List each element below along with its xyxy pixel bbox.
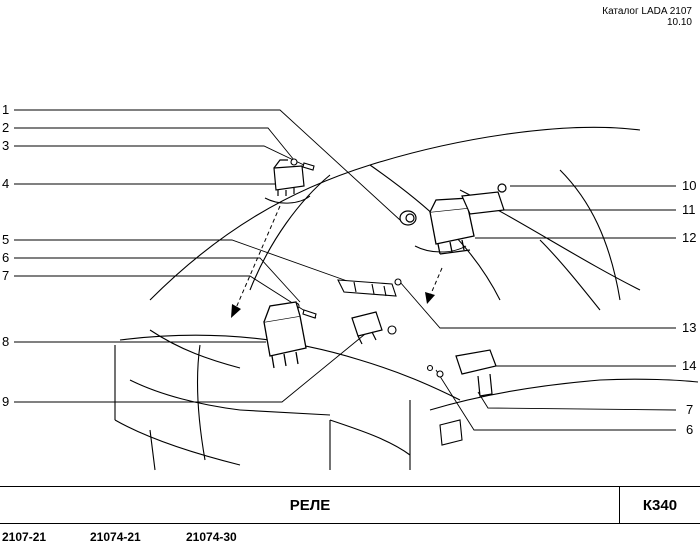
model-1: 2107-21 — [2, 530, 47, 544]
relay-large — [429, 197, 475, 255]
catalog-header: Каталог LADA 2107 10.10 — [602, 6, 692, 28]
callout-3: 3 — [2, 138, 9, 153]
section-code: К340 — [619, 487, 700, 523]
callout-13: 13 — [682, 320, 696, 335]
model-3: 21074-30 — [186, 530, 237, 544]
callout-1: 1 — [2, 102, 9, 117]
callout-7: 7 — [2, 268, 9, 283]
callout-12: 12 — [682, 230, 696, 245]
callout-6-right: 6 — [686, 422, 693, 437]
leader-lines — [14, 109, 677, 431]
catalog-title: Каталог LADA 2107 — [602, 6, 692, 17]
callout-labels: 1 2 3 4 5 6 7 8 9 10 11 12 13 14 7 6 — [2, 102, 696, 437]
section-title: РЕЛЕ — [289, 496, 331, 514]
callout-14: 14 — [682, 358, 696, 373]
mounting-arrows — [235, 205, 443, 309]
car-body-outline — [114, 126, 699, 471]
catalog-revision: 10.10 — [666, 17, 692, 28]
footer-bar: РЕЛЕ К340 — [0, 486, 700, 524]
callout-10: 10 — [682, 178, 696, 193]
callout-2: 2 — [2, 120, 9, 135]
callout-4: 4 — [2, 176, 9, 191]
model-2: 21074-21 — [90, 530, 141, 544]
relay-connector — [351, 311, 383, 345]
callout-6: 6 — [2, 250, 9, 265]
relay-right — [455, 349, 497, 397]
relay-main — [263, 301, 307, 369]
mounting-plate — [337, 279, 397, 297]
callout-5: 5 — [2, 232, 9, 247]
screw-right — [426, 364, 444, 378]
screw-bolt-top — [290, 158, 315, 171]
parts-diagram: 1 2 3 4 5 6 7 8 9 10 11 12 13 14 7 6 — [2, 102, 699, 471]
callout-9: 9 — [2, 394, 9, 409]
callout-8: 8 — [2, 334, 9, 349]
relay-small — [273, 159, 305, 196]
callout-7-right: 7 — [686, 402, 693, 417]
grommet — [399, 210, 417, 226]
relay-bracket-top — [461, 183, 507, 215]
arrow-heads — [231, 292, 435, 318]
callout-11: 11 — [682, 202, 696, 217]
nut — [387, 278, 402, 335]
